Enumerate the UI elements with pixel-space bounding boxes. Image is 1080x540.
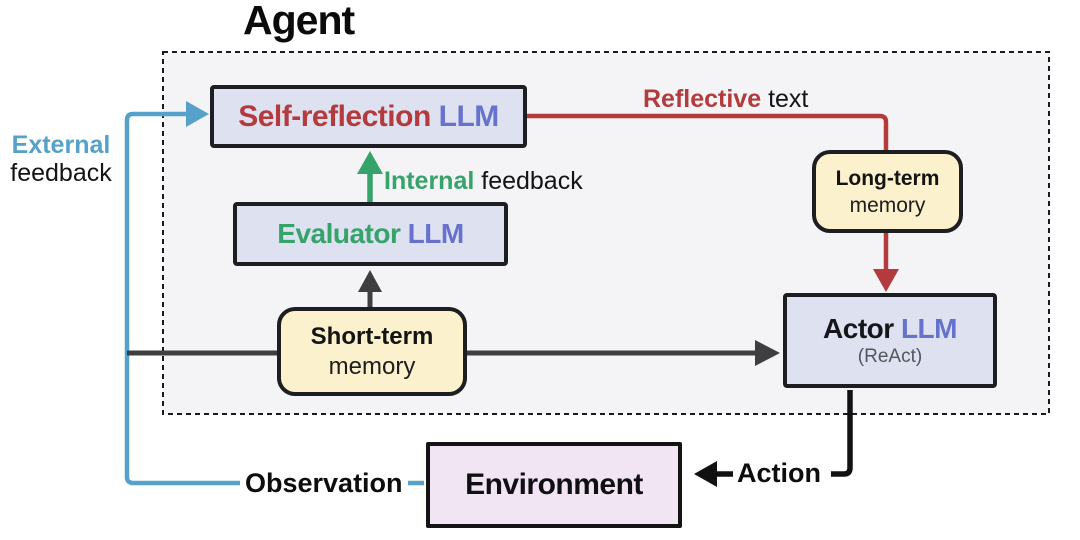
reflective-text-word2: text xyxy=(768,85,809,113)
reflective-text-line xyxy=(527,113,889,271)
short-term-to-evaluator-arrowhead xyxy=(358,270,382,292)
self-reflection-llm-node: Self-reflection LLM xyxy=(210,85,527,148)
external-feedback-word1: External xyxy=(11,131,111,159)
environment-label: Environment xyxy=(465,468,643,501)
reflective-text-arrowhead xyxy=(873,269,899,292)
observation-label: Observation xyxy=(240,468,408,499)
evaluator-llm-label: Evaluator LLM xyxy=(277,218,465,250)
actor-llm-label: Actor LLM xyxy=(823,313,957,345)
external-feedback-label: External feedback xyxy=(2,131,120,187)
long-term-memory-line1: Long-term xyxy=(835,166,940,190)
actor-name: Actor xyxy=(823,313,894,344)
actor-type: LLM xyxy=(900,313,958,344)
actor-subtitle: (ReAct) xyxy=(857,346,923,367)
actor-llm-node: Actor LLM (ReAct) xyxy=(783,293,997,388)
self-reflection-llm-label: Self-reflection LLM xyxy=(238,100,499,134)
short-term-memory-line1: Short-term xyxy=(310,322,434,350)
evaluator-type: LLM xyxy=(407,218,465,249)
short-term-memory-node: Short-term memory xyxy=(277,307,467,396)
internal-feedback-word1: Internal xyxy=(384,167,475,195)
action-label: Action xyxy=(737,458,821,488)
internal-feedback-arrowhead xyxy=(357,151,383,174)
action-line xyxy=(831,390,853,477)
external-feedback-arrowhead xyxy=(186,101,209,127)
long-term-memory-node: Long-term memory xyxy=(812,150,963,233)
self-reflection-name: Self-reflection xyxy=(238,99,431,133)
external-feedback-line xyxy=(124,111,424,486)
self-reflection-type: LLM xyxy=(438,99,500,133)
reflective-text-word1: Reflective xyxy=(643,85,762,113)
evaluator-name: Evaluator xyxy=(277,218,401,249)
evaluator-llm-node: Evaluator LLM xyxy=(233,202,508,266)
internal-feedback-word2: feedback xyxy=(481,167,583,195)
diagram-title: Agent xyxy=(243,0,355,43)
reflective-text-label: Reflective text xyxy=(643,85,808,114)
environment-node: Environment xyxy=(426,442,682,528)
external-feedback-word2: feedback xyxy=(10,159,112,187)
action-arrowhead xyxy=(694,461,717,487)
internal-feedback-label: Internal feedback xyxy=(384,167,583,196)
short-term-memory-line2: memory xyxy=(328,352,416,380)
long-term-memory-line2: memory xyxy=(849,193,926,217)
trajectory-arrowhead xyxy=(755,340,780,366)
